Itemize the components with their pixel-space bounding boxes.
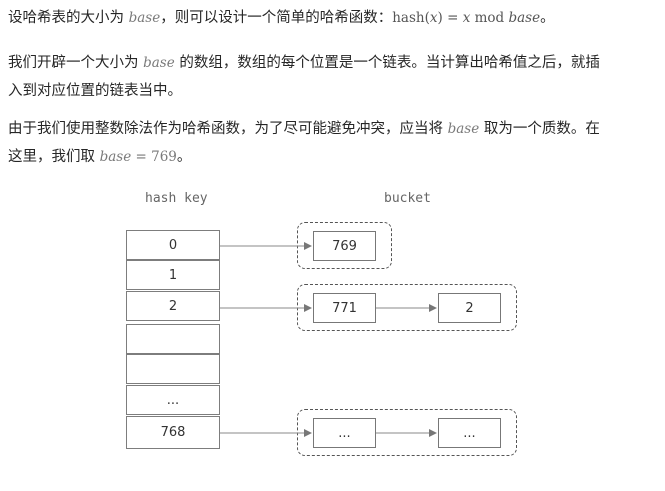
var-base: base bbox=[508, 10, 541, 26]
math-assignment: base = 769 bbox=[100, 149, 177, 165]
chain-node-ellipsis-1: ... bbox=[313, 418, 376, 448]
var-x: x bbox=[429, 10, 438, 26]
paren: ( bbox=[424, 10, 430, 26]
text: 我们开辟一个大小为 bbox=[8, 55, 144, 71]
chain-node-2: 2 bbox=[438, 293, 501, 323]
text: 取为一个质数。在 bbox=[479, 121, 600, 137]
chain-node-769: 769 bbox=[313, 231, 376, 261]
paren: ) bbox=[437, 10, 443, 26]
key-cell-2: 2 bbox=[126, 291, 220, 321]
chain-node-771: 771 bbox=[313, 293, 376, 323]
text: 。 bbox=[176, 149, 192, 165]
text: 由于我们使用整数除法作为哈希函数，为了尽可能避免冲突，应当将 bbox=[8, 121, 448, 137]
math-base: base bbox=[128, 10, 161, 26]
var-x: x bbox=[462, 10, 471, 26]
arrows bbox=[220, 242, 437, 437]
paragraph-array-of-lists: 我们开辟一个大小为 base 的数组，数组的每个位置是一个链表。当计算出哈希值之… bbox=[8, 49, 659, 105]
text: ，则可以设计一个简单的哈希函数： bbox=[160, 10, 393, 26]
line: 由于我们使用整数除法作为哈希函数，为了尽可能避免冲突，应当将 base 取为一个… bbox=[8, 115, 659, 143]
hash-table-diagram: hash key bucket 0 1 2 ... 768 769 771 2 … bbox=[0, 185, 665, 491]
equals: = bbox=[131, 149, 152, 165]
paragraph-prime-base: 由于我们使用整数除法作为哈希函数，为了尽可能避免冲突，应当将 base 取为一个… bbox=[8, 115, 659, 171]
line: 我们开辟一个大小为 base 的数组，数组的每个位置是一个链表。当计算出哈希值之… bbox=[8, 49, 659, 77]
bucket-label: bucket bbox=[384, 191, 431, 206]
math-base: base bbox=[143, 55, 175, 71]
line: 入到对应位置的链表当中。 bbox=[8, 83, 182, 99]
equals: = bbox=[442, 10, 463, 26]
var-base: base bbox=[99, 149, 132, 165]
math-formula: hash(x) = x mod base bbox=[392, 10, 540, 26]
text: 这里，我们取 bbox=[8, 149, 100, 165]
key-cell-768: 768 bbox=[126, 416, 220, 449]
key-cell-ellipsis: ... bbox=[126, 385, 220, 415]
fn-name: hash bbox=[392, 10, 425, 26]
value: 769 bbox=[151, 149, 177, 165]
line: 这里，我们取 base = 769。 bbox=[8, 143, 659, 171]
key-cell-0: 0 bbox=[126, 230, 220, 260]
math-base: base bbox=[447, 121, 480, 137]
text: 的数组，数组的每个位置是一个链表。当计算出哈希值之后，就插 bbox=[174, 55, 600, 71]
paragraph-hash-function: 设哈希表的大小为 base，则可以设计一个简单的哈希函数：hash(x) = x… bbox=[8, 4, 659, 32]
key-cell-4 bbox=[126, 354, 220, 384]
text: 设哈希表的大小为 bbox=[8, 10, 129, 26]
hash-key-label: hash key bbox=[145, 191, 208, 206]
chain-node-ellipsis-2: ... bbox=[438, 418, 501, 448]
mod-op: mod bbox=[470, 10, 509, 26]
text: 。 bbox=[540, 10, 555, 26]
key-cell-1: 1 bbox=[126, 260, 220, 290]
key-cell-3 bbox=[126, 324, 220, 354]
